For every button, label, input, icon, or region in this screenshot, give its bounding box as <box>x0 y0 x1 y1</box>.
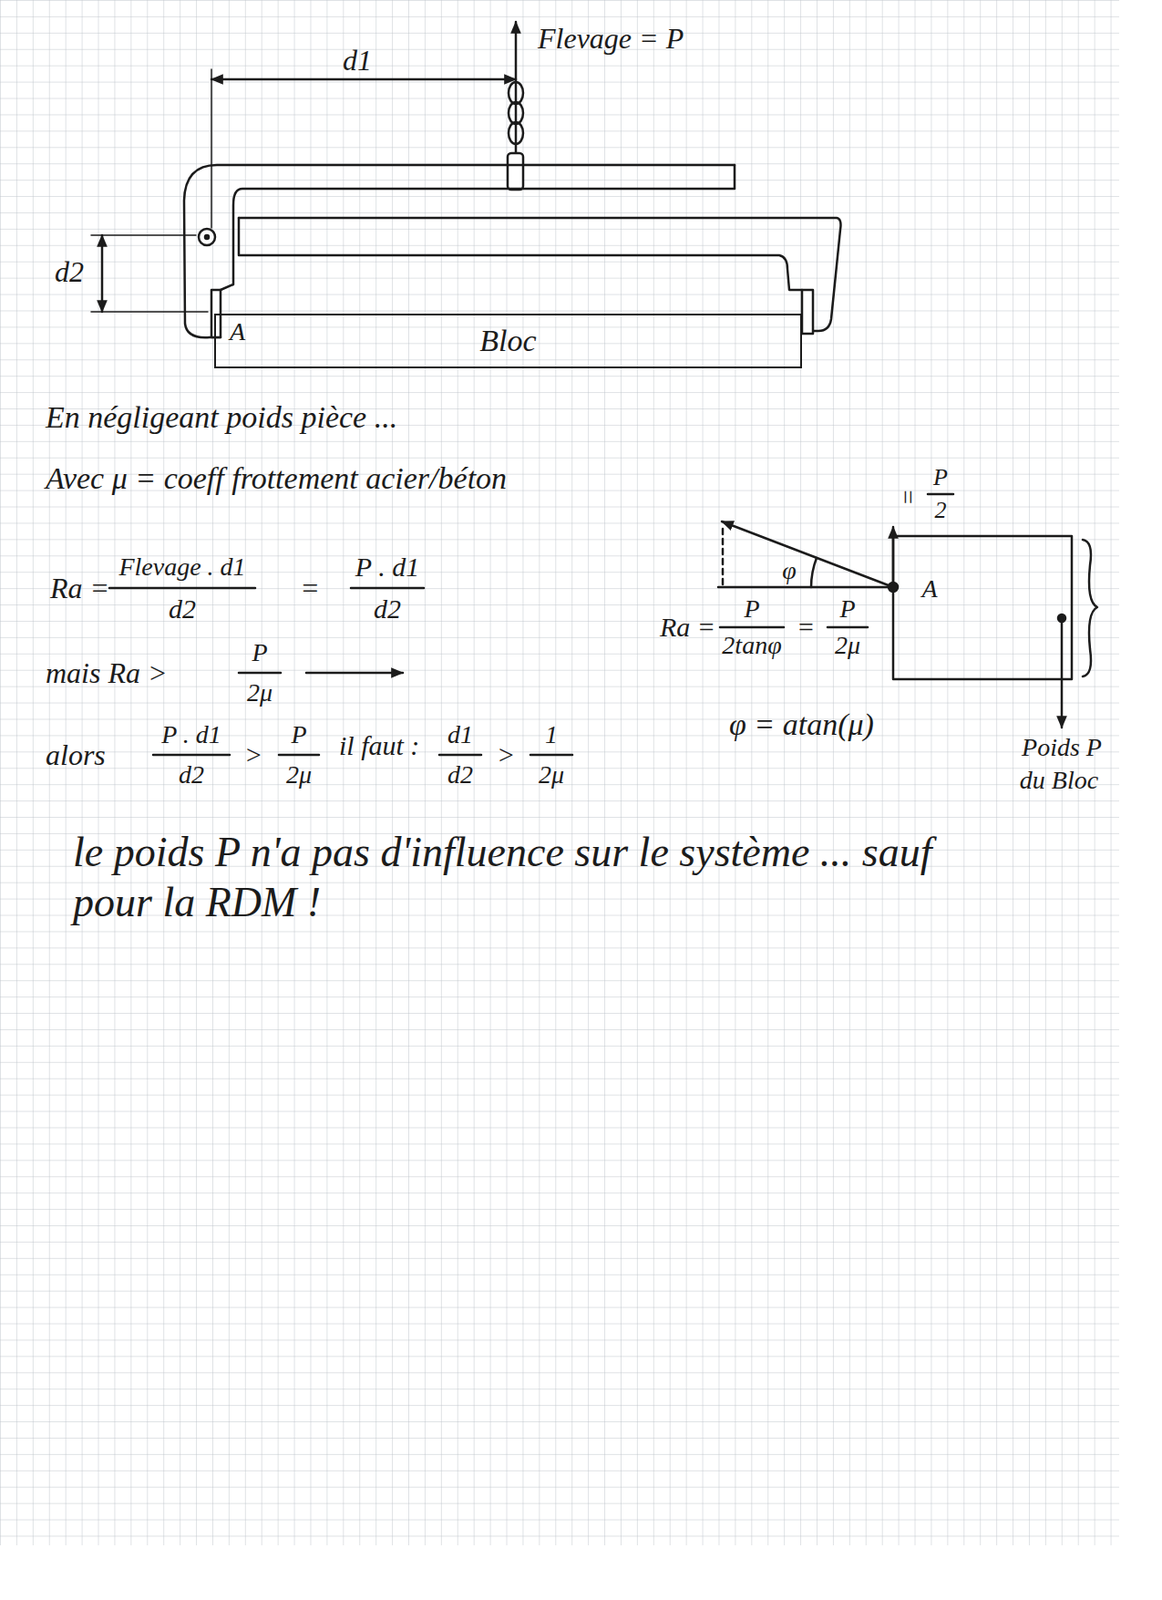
force-arrow <box>892 526 895 587</box>
chain-link <box>508 122 524 144</box>
fraction-bar <box>927 493 954 496</box>
handwritten-note: A <box>229 317 246 347</box>
force-component <box>718 586 894 589</box>
grid <box>0 0 1120 1545</box>
pivot <box>205 235 209 239</box>
angle-arc <box>811 557 817 587</box>
weight-arrow <box>1060 617 1064 728</box>
handwritten-note: P <box>743 594 760 624</box>
handwritten-note: alors <box>45 738 106 772</box>
handwritten-note: d2 <box>178 760 205 790</box>
handwritten-note: d1 <box>447 719 474 750</box>
handwritten-note: = <box>893 488 923 506</box>
fraction-bar <box>153 753 230 757</box>
handwritten-note: 2μ <box>286 760 312 790</box>
handwritten-note: = <box>796 611 815 644</box>
dimension-line <box>211 78 516 82</box>
handwritten-note: P <box>933 463 948 492</box>
handwritten-note: d2 <box>54 255 84 289</box>
handwritten-note: = <box>299 571 320 606</box>
handwritten-note: En négligeant poids pièce ... <box>45 399 398 435</box>
fraction-bar <box>109 586 256 590</box>
handwritten-note: d2 <box>447 760 474 790</box>
handwritten-note: P . d1 <box>355 551 420 584</box>
handwritten-note: 2tanφ <box>721 630 782 660</box>
handwritten-note: 2μ <box>834 630 861 660</box>
handwritten-note: d2 <box>168 593 196 626</box>
chain-link <box>508 82 524 104</box>
handwritten-note: A <box>921 574 937 604</box>
handwritten-note: Flevage . d1 <box>118 552 246 582</box>
fraction-bar <box>530 753 573 757</box>
handwritten-note: φ <box>781 555 797 586</box>
handwritten-note: > <box>496 739 515 772</box>
hook-arm <box>184 164 735 338</box>
fraction-bar <box>719 626 784 629</box>
handwritten-note: pour la RDM ! <box>72 878 321 927</box>
handwritten-note: P <box>251 637 268 668</box>
block-box: Bloc <box>214 313 803 369</box>
chain-link <box>508 102 524 124</box>
implication-arrow <box>306 671 403 675</box>
pivot <box>198 228 216 246</box>
handwritten-note: d2 <box>373 593 402 626</box>
handwritten-note: P . d1 <box>161 719 222 750</box>
handwritten-note: le poids P n'a pas d'influence sur le sy… <box>72 828 933 877</box>
construction-line <box>721 528 725 586</box>
block-outline <box>893 535 1072 679</box>
handwritten-note: P <box>839 594 855 624</box>
dimension-line <box>101 235 104 312</box>
handwritten-note: du Bloc <box>1019 765 1099 795</box>
handwritten-note: 2 <box>935 496 947 525</box>
shackle <box>507 153 524 190</box>
handwritten-note: Ra = <box>659 611 716 644</box>
force-arrow <box>514 21 518 155</box>
handwritten-note: il faut : <box>339 730 420 762</box>
handwritten-note: Flevage = P <box>537 21 684 56</box>
handwritten-note: Ra = <box>50 571 110 606</box>
fraction-bar <box>278 753 319 757</box>
handwritten-note: Poids P <box>1021 732 1102 762</box>
handwritten-note: P <box>290 719 307 750</box>
handwritten-note: > <box>244 739 263 772</box>
brace <box>1082 539 1098 677</box>
handwritten-note: 2μ <box>246 678 273 708</box>
clamp-body <box>238 217 803 290</box>
handwritten-note: d1 <box>342 43 372 78</box>
fraction-bar <box>238 671 281 675</box>
handwritten-note: 1 <box>545 719 558 750</box>
handwritten-note: Avec μ = coeff frottement acier/béton <box>45 460 507 496</box>
handwritten-note: mais Ra > <box>45 656 168 690</box>
handwritten-note: φ = atan(μ) <box>729 706 875 742</box>
fraction-bar <box>439 753 482 757</box>
handwritten-note: 2μ <box>538 760 565 790</box>
point <box>888 582 898 592</box>
extension-line <box>91 310 208 313</box>
fraction-bar <box>350 586 424 590</box>
fraction-bar <box>827 626 868 629</box>
extension-line <box>210 69 213 228</box>
jaw-pad <box>802 289 813 334</box>
block-label: Bloc <box>479 322 536 359</box>
extension-line <box>91 234 196 237</box>
hook-arm <box>220 164 735 290</box>
force-arrow <box>721 521 894 587</box>
